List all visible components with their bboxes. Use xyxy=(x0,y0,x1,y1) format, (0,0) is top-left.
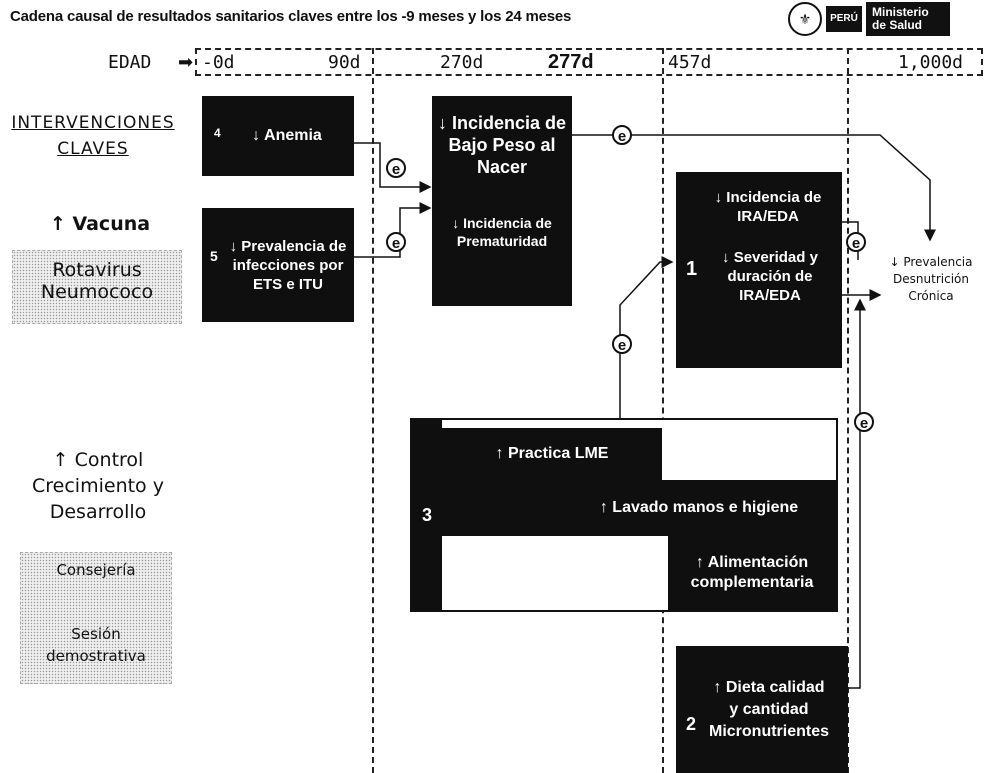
prematuridad-text: ↓ Incidencia de Prematuridad xyxy=(452,215,552,249)
evidence-marker: e xyxy=(386,158,406,178)
vacuna-item: Neumococo xyxy=(40,281,154,303)
practicas-marker: 3 xyxy=(412,420,442,610)
lavado-text: ↑ Lavado manos e higiene xyxy=(599,499,799,516)
box-number: 1 xyxy=(686,258,698,280)
ministry-logo: Ministerio de Salud xyxy=(866,2,950,36)
evidence-marker: e xyxy=(386,232,406,252)
diagram-title: Cadena causal de resultados sanitarios c… xyxy=(10,8,572,25)
control-list: Consejería Sesión demostrativa xyxy=(20,552,172,684)
timeline-bar xyxy=(195,48,983,76)
ira-severidad-text: ↓ Severidad y duración de IRA/EDA xyxy=(722,249,818,304)
divider-1000d xyxy=(847,48,849,773)
ira-eda-box: 1 ↓ Incidencia de IRA/EDA ↓ Severidad y … xyxy=(676,172,842,368)
control-item: Consejería xyxy=(56,561,136,579)
dieta-box: 2 ↑ Dieta calidad y cantidad Micronutrie… xyxy=(676,646,848,773)
control-item: Sesión demostrativa xyxy=(46,625,146,665)
evidence-marker: e xyxy=(854,412,874,432)
vacuna-item: Rotavirus xyxy=(52,259,142,281)
outcome-text: ↓ Prevalencia Desnutrición Crónica xyxy=(889,255,973,303)
evidence-marker: e xyxy=(846,232,866,252)
peru-flag-logo: PERÚ xyxy=(826,6,862,32)
alimentacion-box: ↑ Alimentación complementaria xyxy=(668,536,836,610)
infecciones-text: ↓ Prevalencia de infecciones por ETS e I… xyxy=(229,237,347,293)
lavado-box: ↑ Lavado manos e higiene xyxy=(442,480,836,536)
control-title: ↑ Control Crecimiento y Desarrollo xyxy=(32,449,164,523)
vacuna-title: ↑ Vacuna xyxy=(49,213,151,235)
tick-90d: 90d xyxy=(328,52,361,73)
lme-text: ↑ Practica LME xyxy=(495,445,609,462)
anemia-box: 4 ↓ Anemia xyxy=(202,96,354,176)
lme-box: ↑ Practica LME xyxy=(442,428,662,480)
section-title: INTERVENCIONES CLAVES xyxy=(11,113,175,159)
bajo-peso-box: ↓ Incidencia de Bajo Peso al Nacer ↓ Inc… xyxy=(432,96,572,306)
box-number: 2 xyxy=(686,714,697,734)
tick-0d: -0d xyxy=(202,52,235,73)
tick-270d: 270d xyxy=(440,52,484,73)
infecciones-box: 5 ↓ Prevalencia de infecciones por ETS e… xyxy=(202,208,354,322)
ira-incidencia-text: ↓ Incidencia de IRA/EDA xyxy=(714,189,822,225)
evidence-marker: e xyxy=(612,334,632,354)
box-number: 5 xyxy=(210,248,218,264)
vacuna-list: Rotavirus Neumococo xyxy=(12,250,182,324)
box-number: 4 xyxy=(214,126,221,140)
divider-90d xyxy=(372,48,374,773)
tick-277d: 277d xyxy=(548,51,594,73)
alimentacion-text: ↑ Alimentación complementaria xyxy=(690,554,814,591)
anemia-text: ↓ Anemia xyxy=(252,127,322,144)
bajo-peso-text: ↓ Incidencia de Bajo Peso al Nacer xyxy=(437,113,567,177)
evidence-marker: e xyxy=(612,125,632,145)
dieta-text: ↑ Dieta calidad y cantidad Micronutrient… xyxy=(709,678,830,740)
timeline-label: EDAD xyxy=(108,52,152,73)
box-number: 3 xyxy=(421,504,432,525)
divider-457d xyxy=(662,48,664,773)
peru-shield-icon: ⚜ xyxy=(788,2,822,36)
arrow-right-icon: ➡ xyxy=(178,52,194,72)
tick-1000d: 1,000d xyxy=(898,52,964,73)
practicas-box: 3 ↑ Practica LME ↑ Lavado manos e higien… xyxy=(410,418,838,612)
tick-457d: 457d xyxy=(668,52,712,73)
